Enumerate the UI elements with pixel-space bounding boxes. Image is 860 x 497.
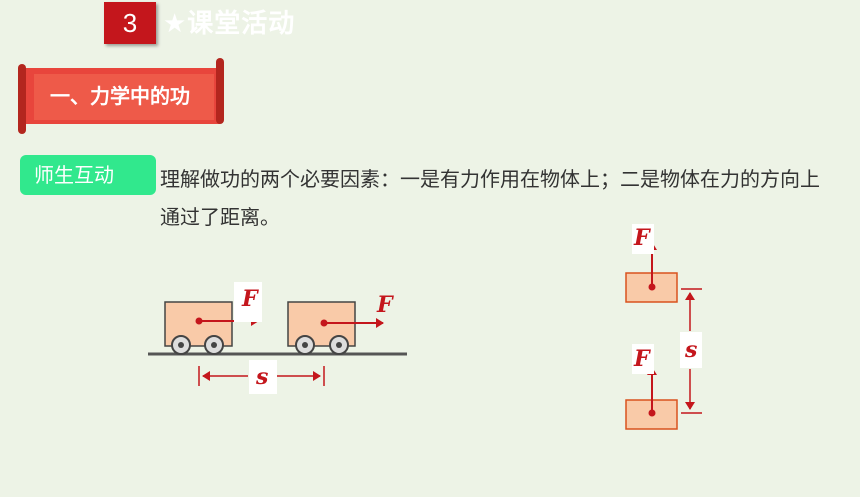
interaction-tag: 师生互动 <box>20 155 156 195</box>
block-force-label-2: F <box>633 346 651 372</box>
section-number: 3 <box>104 2 156 44</box>
banner-label: 一、力学中的功 <box>50 84 190 108</box>
tag-label: 师生互动 <box>34 163 114 187</box>
definition-paragraph: 理解做功的两个必要因素：一是有力作用在物体上；二是物体在力的方向上通过了距离。 <box>160 167 820 229</box>
block-force-label-1: F <box>633 225 651 251</box>
cart-distance-label: s <box>255 364 268 390</box>
cart-force-label-2: F <box>376 292 394 318</box>
cart-force-label-1: F <box>241 286 259 312</box>
section-title: ★课堂活动 <box>163 9 296 39</box>
cart-2 <box>287 301 384 355</box>
cart-1 <box>164 301 259 355</box>
block-distance-label: s <box>684 337 697 363</box>
scroll-banner <box>18 58 224 134</box>
